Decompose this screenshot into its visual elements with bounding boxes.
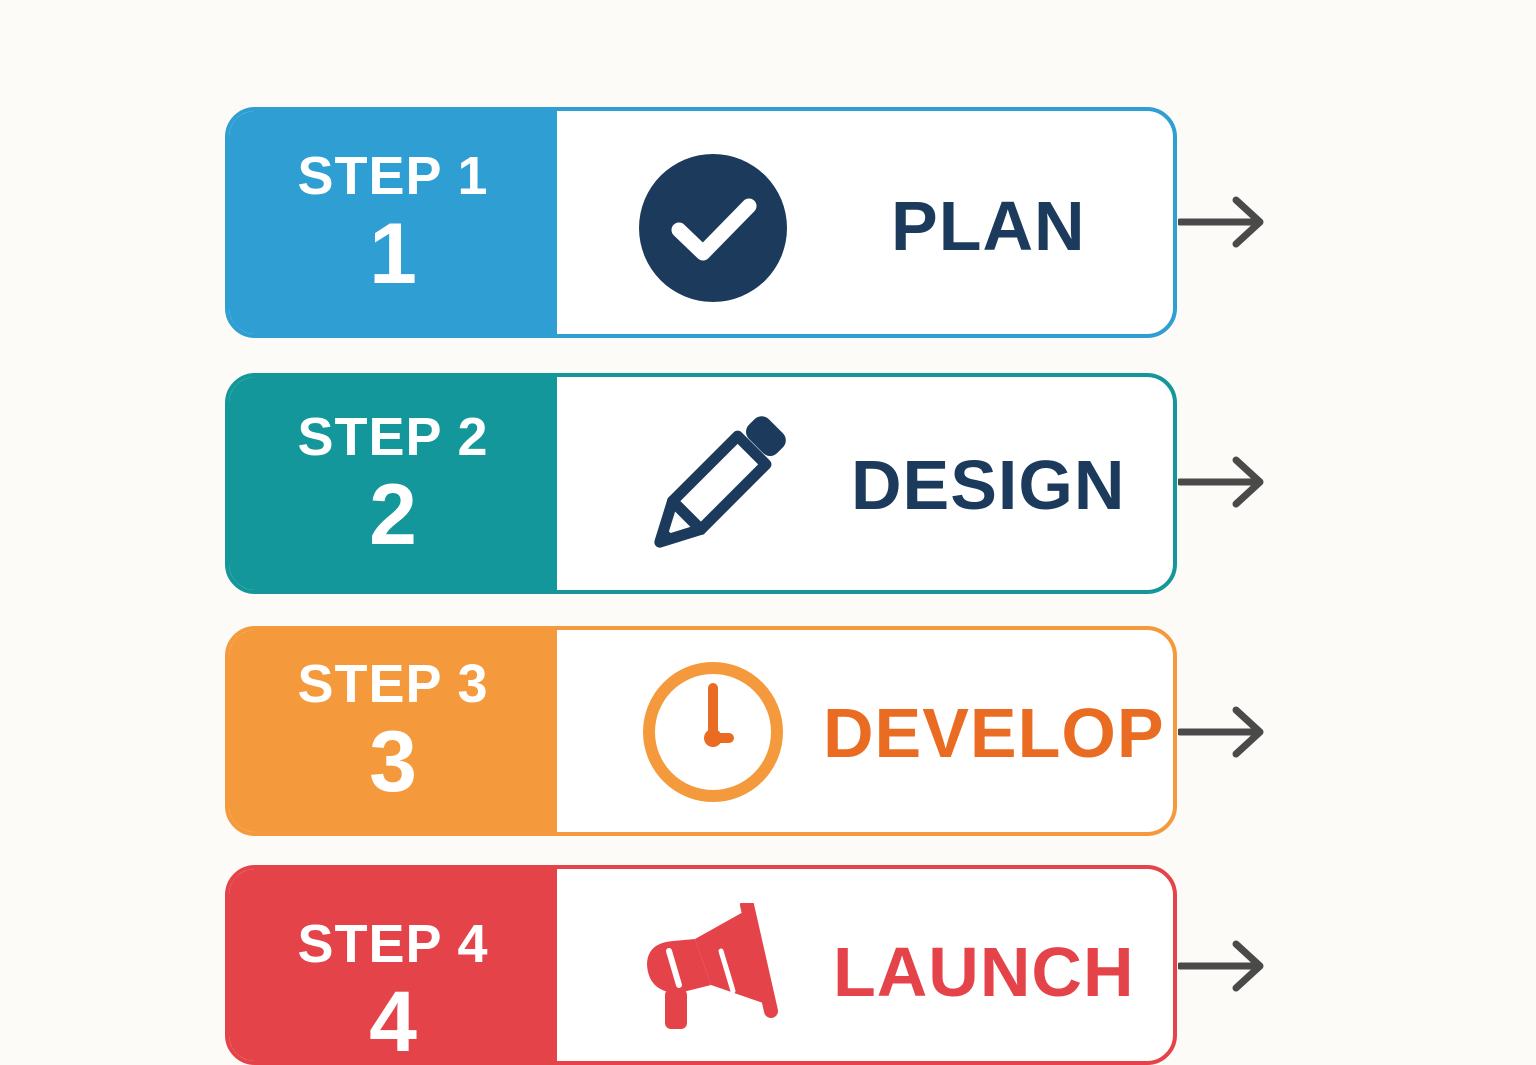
step-label-2: STEP 2 2 [229,377,557,590]
step-label-1: STEP 1 1 [229,111,557,334]
step-text: STEP 2 [297,406,489,467]
step-title: DESIGN [851,446,1126,524]
check-circle-icon [637,152,789,304]
step-card-2: STEP 2 2 DESIGN [225,373,1177,594]
step-number: 3 [369,714,417,810]
step-label-4: STEP 4 4 [229,869,557,1061]
step-card-3: STEP 3 3 DEVELOP [225,626,1177,836]
step-card-4: STEP 4 4 LAUNCH [225,865,1177,1065]
arrow-icon [1178,706,1264,758]
megaphone-icon [639,903,789,1033]
step-number: 1 [369,205,417,302]
step-card-1: STEP 1 1 PLAN [225,107,1177,338]
clock-icon [639,658,787,806]
step-text: STEP 4 [297,914,489,974]
arrow-icon [1178,940,1264,992]
pencil-icon [641,413,789,561]
step-text: STEP 1 [297,145,489,206]
step-number: 4 [369,974,417,1065]
arrow-icon [1178,196,1264,248]
step-title: DEVELOP [823,694,1165,772]
step-text: STEP 3 [297,654,489,714]
step-label-3: STEP 3 3 [229,630,557,832]
step-title: PLAN [891,187,1086,265]
arrow-icon [1178,456,1264,508]
step-title: LAUNCH [833,933,1135,1011]
step-number: 2 [369,466,417,563]
